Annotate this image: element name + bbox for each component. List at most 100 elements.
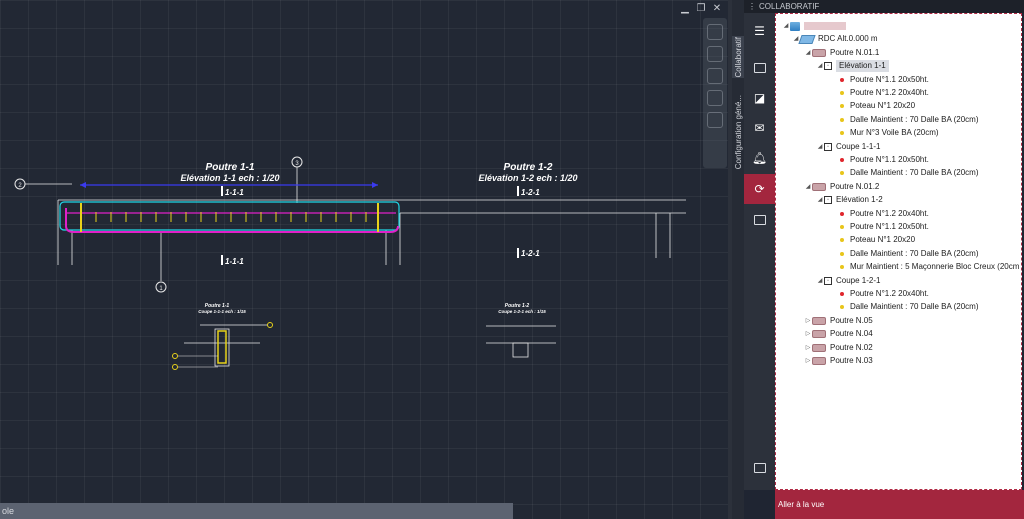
panel-header: ⋮COLLABORATIF (744, 0, 1024, 13)
export-icon[interactable] (744, 207, 775, 233)
status-dot-icon (840, 225, 844, 229)
section-2-subtitle: Coupe 1-2-1 ech : 1/15 (498, 309, 546, 314)
elevation-1-title: Poutre 1-1 (206, 162, 255, 173)
project-name-redacted (804, 22, 846, 30)
section-2-title: Poutre 1-2 (505, 303, 530, 309)
tree-rdc-item[interactable]: ◢RDC Alt.0.000 m (792, 33, 878, 45)
status-dot-icon (840, 104, 844, 109)
tree-niveau-item[interactable]: ▷Poutre N.02 (804, 342, 873, 354)
tree-element-item[interactable]: Poutre N°1.1 20x50ht. (838, 74, 929, 86)
restore-icon[interactable]: ❐ (696, 3, 706, 14)
sync-icon[interactable]: ⟳ (744, 174, 775, 204)
cube-icon[interactable]: ◪ (753, 91, 766, 105)
expanded-arrow-icon[interactable]: ◢ (793, 36, 799, 43)
expanded-arrow-icon[interactable]: ◢ (817, 143, 823, 150)
tree-element-item[interactable]: Poteau N°1 20x20 (838, 100, 915, 112)
tree-element-item[interactable]: Mur Maintient : 5 Maçonnerie Bloc Creux … (838, 261, 1019, 273)
tree-element-item[interactable]: Mur N°3 Voile BA (20cm) (838, 127, 939, 139)
section-1-title: Poutre 1-1 (205, 303, 230, 309)
drawing-canvas[interactable]: Poutre 1-1 Elévation 1-1 ech : 1/20 Pout… (0, 0, 728, 519)
expanded-arrow-icon[interactable]: ◢ (817, 277, 823, 284)
tree-item-label: Poutre N.05 (830, 315, 873, 325)
tree-element-item[interactable]: Poutre N°1.2 20x40ht. (838, 208, 929, 220)
status-dot-icon (840, 305, 844, 310)
expanded-arrow-icon[interactable]: ◢ (817, 197, 823, 204)
bell-icon[interactable]: 🔔︎ (751, 151, 768, 165)
status-dot-icon (840, 292, 844, 296)
tree-element-item[interactable]: Dalle Maintient : 70 Dalle BA (20cm) (838, 248, 979, 260)
tree-element-item[interactable]: Poutre N°1.2 20x40ht. (838, 288, 929, 300)
expanded-arrow-icon[interactable]: ◢ (817, 63, 823, 70)
collapsed-arrow-icon[interactable]: ▷ (805, 344, 811, 351)
beam-outline (59, 201, 400, 231)
tree-item-label: Poutre N°1.1 20x50ht. (850, 155, 929, 164)
mail-icon[interactable]: ✉ (754, 121, 765, 135)
tree-niveau-item[interactable]: ▷Poutre N.04 (804, 328, 873, 340)
tree-item-label: Poutre N.01.1 (830, 47, 880, 57)
status-dot-icon (840, 238, 844, 243)
menu-icon[interactable]: ☰ (754, 24, 765, 38)
panel-title: COLLABORATIF (759, 2, 820, 11)
collapsed-arrow-icon[interactable]: ▷ (805, 358, 811, 364)
tree-element-item[interactable]: Poutre N°1.2 20x40ht. (838, 87, 929, 99)
section-marker-top-1: 1-1-1 (225, 188, 244, 197)
elevation-2-subtitle: Elévation 1-2 ech : 1/20 (478, 173, 577, 183)
tree-item-label: Elévation 1-2 (836, 195, 883, 205)
expanded-arrow-icon[interactable]: ◢ (783, 23, 789, 29)
close-icon[interactable]: ✕ (712, 3, 722, 14)
minimize-icon[interactable]: ▁ (681, 3, 689, 14)
command-line[interactable]: ole (0, 503, 513, 519)
pan-icon[interactable] (707, 46, 723, 62)
go-to-view-button[interactable]: Aller à la vue (775, 490, 1024, 519)
tree-item-label: Poutre N°1.1 20x50ht. (850, 222, 929, 231)
section-marker-bottom-2: 1-2-1 (521, 249, 540, 258)
tree-root-item[interactable]: ◢ (782, 20, 846, 32)
showmotion-icon[interactable] (707, 112, 723, 128)
callout-2-label: 2 (18, 183, 22, 189)
settings-doc-icon[interactable] (744, 455, 775, 481)
tree-niveau-item[interactable]: ◢Poutre N.01.2 (804, 181, 879, 193)
callout-1-marker[interactable] (155, 281, 167, 293)
status-dot-icon (840, 77, 844, 82)
expanded-arrow-icon[interactable]: ◢ (805, 49, 811, 56)
status-dot-icon (840, 265, 844, 270)
collapsed-arrow-icon[interactable]: ▷ (805, 331, 811, 338)
tab-collaboratif[interactable]: Collaboratif (732, 36, 744, 78)
tree-vue-item[interactable]: ◢▫Elévation 1-2 (816, 194, 883, 206)
panel-divider[interactable] (728, 0, 732, 519)
tree-element-item[interactable]: Dalle Maintient : 70 Dalle BA (20cm) (838, 167, 979, 179)
zoom-icon[interactable] (707, 68, 723, 84)
tree-element-item[interactable]: Poutre N°1.1 20x50ht. (838, 221, 929, 233)
steering-wheel-icon[interactable] (707, 24, 723, 40)
collapsed-arrow-icon[interactable]: ▷ (805, 317, 811, 324)
navigation-bar[interactable] (703, 18, 727, 168)
tree-vue-item[interactable]: ◢▫Coupe 1-1-1 (816, 141, 880, 153)
tree-item-label: Poteau N°1 20x20 (850, 235, 916, 245)
tree-niveau-item[interactable]: ▷ Poutre N.05 (804, 315, 873, 327)
callout-1-label: 1 (159, 286, 163, 292)
tree-vue-item[interactable]: ◢▫Coupe 1-2-1 (816, 275, 880, 287)
bottom-rebar (65, 208, 399, 233)
section-marker-top-2: 1-2-1 (521, 188, 540, 197)
tree-element-item[interactable]: Poutre N°1.1 20x50ht. (838, 154, 929, 166)
tree-element-item[interactable]: Dalle Maintient : 70 Dalle BA (20cm) (838, 301, 979, 313)
tab-configuration[interactable]: Configuration géné... (733, 94, 743, 170)
tree-item-label: Mur N°3 Voile BA (20cm) (850, 128, 939, 138)
panel-toolbar: ☰ ◪ ✉ 🔔︎ ⟳ (744, 13, 775, 490)
login-icon[interactable] (744, 55, 775, 81)
tree-vue-item[interactable]: ◢▫Elévation 1-1 (816, 60, 889, 73)
root-icon (790, 21, 800, 31)
niveau-icon (812, 182, 826, 191)
orbit-icon[interactable] (707, 90, 723, 106)
tree-niveau-item[interactable]: ▷Poutre N.03 (804, 355, 873, 367)
rdc-icon (798, 34, 816, 44)
tree-element-item[interactable]: Dalle Maintient : 70 Dalle BA (20cm) (838, 114, 979, 126)
tree-item-label: Coupe 1-2-1 (836, 275, 881, 285)
status-dot-icon (840, 171, 844, 176)
stirrups (80, 203, 379, 232)
tree-item-label: Poutre N°1.2 20x40ht. (850, 88, 929, 97)
tree-item-label: Elévation 1-1 (836, 60, 889, 73)
expanded-arrow-icon[interactable]: ◢ (805, 183, 811, 190)
tree-element-item[interactable]: Poteau N°1 20x20 (838, 234, 915, 246)
tree-niveau-item[interactable]: ◢ Poutre N.01.1 (804, 47, 879, 59)
